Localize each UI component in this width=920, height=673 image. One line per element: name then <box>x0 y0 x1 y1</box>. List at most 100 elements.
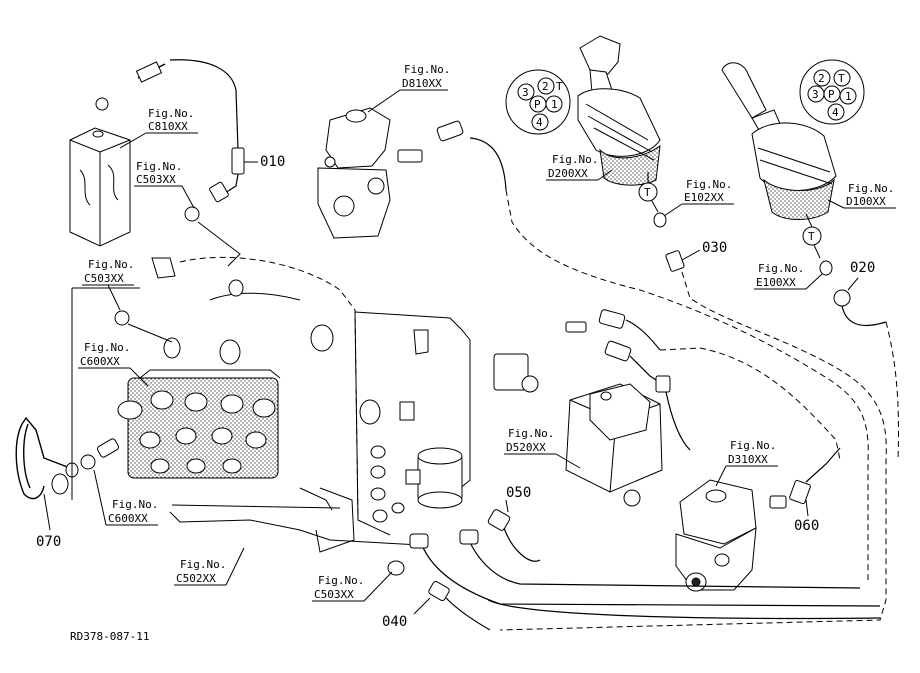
svg-text:Fig.No.: Fig.No. <box>88 258 134 271</box>
svg-text:040: 040 <box>382 614 407 630</box>
svg-text:Fig.No.: Fig.No. <box>848 182 894 195</box>
svg-text:C502XX: C502XX <box>176 572 216 585</box>
svg-text:C503XX: C503XX <box>84 272 124 285</box>
d810-valve <box>317 107 464 239</box>
d520-valve <box>493 353 663 507</box>
figref-c503-bottom: Fig.No. C503XX <box>312 571 393 602</box>
accumulator-cylinder <box>405 447 463 509</box>
svg-text:D100XX: D100XX <box>846 195 886 208</box>
hose-010 <box>169 59 239 151</box>
part-number-020: 020 <box>847 260 875 291</box>
svg-text:Fig.No.: Fig.No. <box>758 262 804 275</box>
dial-right-2: 2 <box>818 72 825 85</box>
dial-left-t: T <box>556 80 563 93</box>
c600-bottom-fitting <box>80 454 96 470</box>
dial-left-4: 4 <box>536 116 543 129</box>
svg-text:C503XX: C503XX <box>136 173 176 186</box>
e100-fitting <box>819 260 833 276</box>
main-frame-outline <box>151 256 471 553</box>
pipe-070 <box>15 416 79 500</box>
svg-text:Fig.No.: Fig.No. <box>686 178 732 191</box>
figref-c503-left: Fig.No. C503XX <box>82 258 134 311</box>
figref-d200: Fig.No. D200XX <box>546 153 613 181</box>
svg-text:Fig.No.: Fig.No. <box>180 558 226 571</box>
figref-d100: Fig.No. D100XX <box>827 182 896 209</box>
svg-text:Fig.No.: Fig.No. <box>508 427 554 440</box>
svg-text:Fig.No.: Fig.No. <box>552 153 598 166</box>
c503-left-fitting <box>114 310 130 326</box>
figref-e102: Fig.No. E102XX <box>663 178 734 217</box>
figref-c600-bottom: Fig.No. C600XX <box>93 469 158 526</box>
dial-right-1: 1 <box>845 90 852 103</box>
dial-right-t: T <box>838 72 845 85</box>
svg-text:060: 060 <box>794 518 819 534</box>
svg-text:Fig.No.: Fig.No. <box>318 574 364 587</box>
svg-text:070: 070 <box>36 534 61 550</box>
figref-c503-top: Fig.No. C503XX <box>134 160 195 209</box>
svg-text:Fig.No.: Fig.No. <box>84 341 130 354</box>
svg-text:Fig.No.: Fig.No. <box>136 160 182 173</box>
part-number-060: 060 <box>794 499 819 534</box>
fitting-030 <box>665 250 685 272</box>
svg-text:Fig.No.: Fig.No. <box>730 439 776 452</box>
d200-joystick <box>577 35 661 186</box>
pattern-dial-right: 2 T 3 P 1 4 <box>799 59 865 125</box>
part-number-030: 030 <box>681 240 727 261</box>
figref-c810: Fig.No. C810XX <box>119 107 198 149</box>
svg-text:D810XX: D810XX <box>402 77 442 90</box>
fitting-020 <box>833 289 851 307</box>
part-number-050: 050 <box>505 485 531 513</box>
figref-d310: Fig.No. D310XX <box>715 439 778 487</box>
part-number-040: 040 <box>382 597 431 630</box>
svg-text:C810XX: C810XX <box>148 120 188 133</box>
dial-left-3: 3 <box>522 86 529 99</box>
figref-d520: Fig.No. D520XX <box>504 427 581 469</box>
figref-c600-top: Fig.No. C600XX <box>78 341 149 387</box>
svg-text:Fig.No.: Fig.No. <box>404 63 450 76</box>
svg-text:C600XX: C600XX <box>80 355 120 368</box>
figref-c502: Fig.No. C502XX <box>174 547 245 586</box>
svg-text:E102XX: E102XX <box>684 191 724 204</box>
svg-text:050: 050 <box>506 485 531 501</box>
part-number-010: 010 <box>244 154 285 170</box>
svg-text:Fig.No.: Fig.No. <box>148 107 194 120</box>
svg-text:020: 020 <box>850 260 875 276</box>
svg-text:T: T <box>644 186 651 199</box>
svg-text:D520XX: D520XX <box>506 441 546 454</box>
c503-top-fitting <box>184 206 200 222</box>
d520-top-fitting <box>565 321 587 333</box>
t-marker-left: T <box>638 172 659 213</box>
dial-right-p: P <box>828 88 835 101</box>
control-valve-bank <box>117 369 281 479</box>
fitting-060 <box>789 479 811 505</box>
svg-text:T: T <box>808 230 815 243</box>
svg-text:D310XX: D310XX <box>728 453 768 466</box>
svg-text:E100XX: E100XX <box>756 276 796 289</box>
dial-left-p: P <box>534 98 541 111</box>
svg-text:030: 030 <box>702 240 727 256</box>
d100-joystick <box>721 62 837 220</box>
hose-050 <box>459 509 861 589</box>
part-number-070: 070 <box>36 493 61 550</box>
c810-valve-block <box>69 61 166 247</box>
e102-fitting <box>653 212 667 228</box>
dial-right-4: 4 <box>832 106 839 119</box>
svg-text:C600XX: C600XX <box>108 512 148 525</box>
dial-left-1: 1 <box>551 98 558 111</box>
svg-text:010: 010 <box>260 154 285 170</box>
hose-040 <box>387 533 881 631</box>
hose-d810-out <box>469 137 507 191</box>
svg-text:Fig.No.: Fig.No. <box>112 498 158 511</box>
d310-valve <box>675 479 757 592</box>
hose-010-end-fitting <box>231 147 245 175</box>
dial-left-2: 2 <box>542 80 549 93</box>
figref-d810: Fig.No. D810XX <box>367 63 450 113</box>
svg-text:C503XX: C503XX <box>314 588 354 601</box>
dial-right-3: 3 <box>812 88 819 101</box>
d310-fitting <box>769 495 787 509</box>
figref-e100: Fig.No. E100XX <box>754 262 823 290</box>
pattern-dial-left: 3 2 P 1 4 T <box>505 69 571 135</box>
drawing-code: RD378-087-11 <box>70 630 149 643</box>
